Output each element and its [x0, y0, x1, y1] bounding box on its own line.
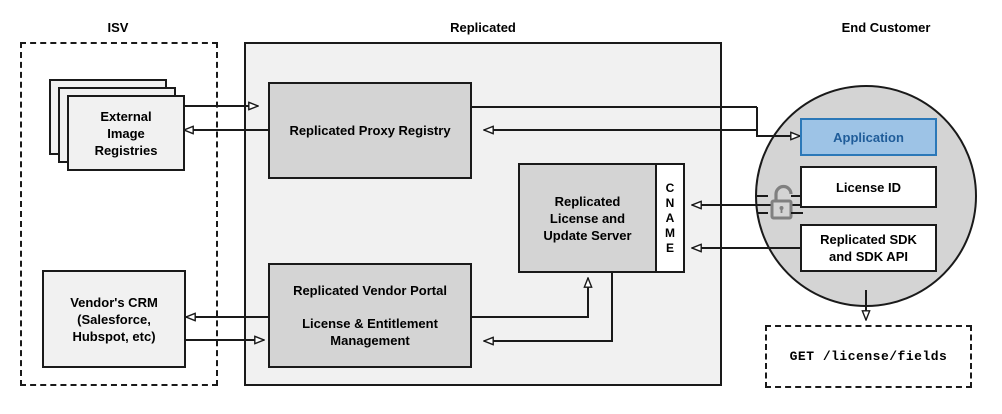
- license-server-line-3: Update Server: [543, 227, 632, 243]
- vendor-portal-title: Replicated Vendor Portal: [293, 282, 447, 298]
- vendor-crm-line-1: Vendor's CRM: [70, 294, 158, 310]
- isv-zone-boundary: [20, 42, 218, 386]
- api-call-label: GET /license/fields: [789, 349, 948, 364]
- node-replicated-vendor-portal[interactable]: Replicated Vendor Portal License & Entit…: [268, 263, 472, 368]
- vendor-crm-line-3: Hubspot, etc): [72, 328, 156, 344]
- license-server-line-1: Replicated: [554, 193, 621, 209]
- node-vendor-crm[interactable]: Vendor's CRM (Salesforce, Hubspot, etc): [42, 270, 186, 368]
- vendor-portal-subtitle: License & Entitlement Management: [302, 315, 438, 349]
- proxy-registry-label: Replicated Proxy Registry: [289, 123, 451, 138]
- cname-letter-c: C: [665, 180, 675, 195]
- license-server-line-2: License and: [549, 210, 626, 226]
- vendor-portal-line-4: Management: [330, 333, 410, 349]
- api-call-box: GET /license/fields: [765, 325, 972, 388]
- application-label: Application: [833, 129, 904, 145]
- node-license-id[interactable]: License ID: [800, 166, 937, 208]
- external-registries-line-1: External: [100, 108, 152, 124]
- external-registries-line-3: Registries: [94, 142, 158, 158]
- license-id-label: License ID: [835, 179, 902, 195]
- replicated-sdk-line-1: Replicated SDK: [820, 232, 917, 247]
- node-application[interactable]: Application: [800, 118, 937, 156]
- cname-strip: C N A M E: [655, 163, 685, 273]
- cname-letter-n: N: [665, 195, 675, 210]
- zone-title-replicated: Replicated: [450, 20, 516, 35]
- zone-title-end-customer: End Customer: [841, 20, 931, 35]
- vendor-portal-line-3: License & Entitlement: [302, 316, 438, 332]
- external-registries-line-2: Image: [107, 125, 145, 141]
- node-replicated-sdk[interactable]: Replicated SDK and SDK API: [800, 224, 937, 272]
- vendor-crm-line-2: (Salesforce,: [77, 311, 151, 327]
- zone-title-isv: ISV: [107, 20, 129, 35]
- cname-letter-m: M: [665, 225, 675, 240]
- node-replicated-proxy-registry[interactable]: Replicated Proxy Registry: [268, 82, 472, 179]
- cname-letter-e: E: [665, 240, 674, 255]
- replicated-sdk-line-2: and SDK API: [829, 249, 908, 264]
- node-external-image-registries[interactable]: External Image Registries: [67, 95, 185, 171]
- unlocked-padlock-icon: [770, 184, 793, 220]
- cname-letter-a: A: [665, 210, 675, 225]
